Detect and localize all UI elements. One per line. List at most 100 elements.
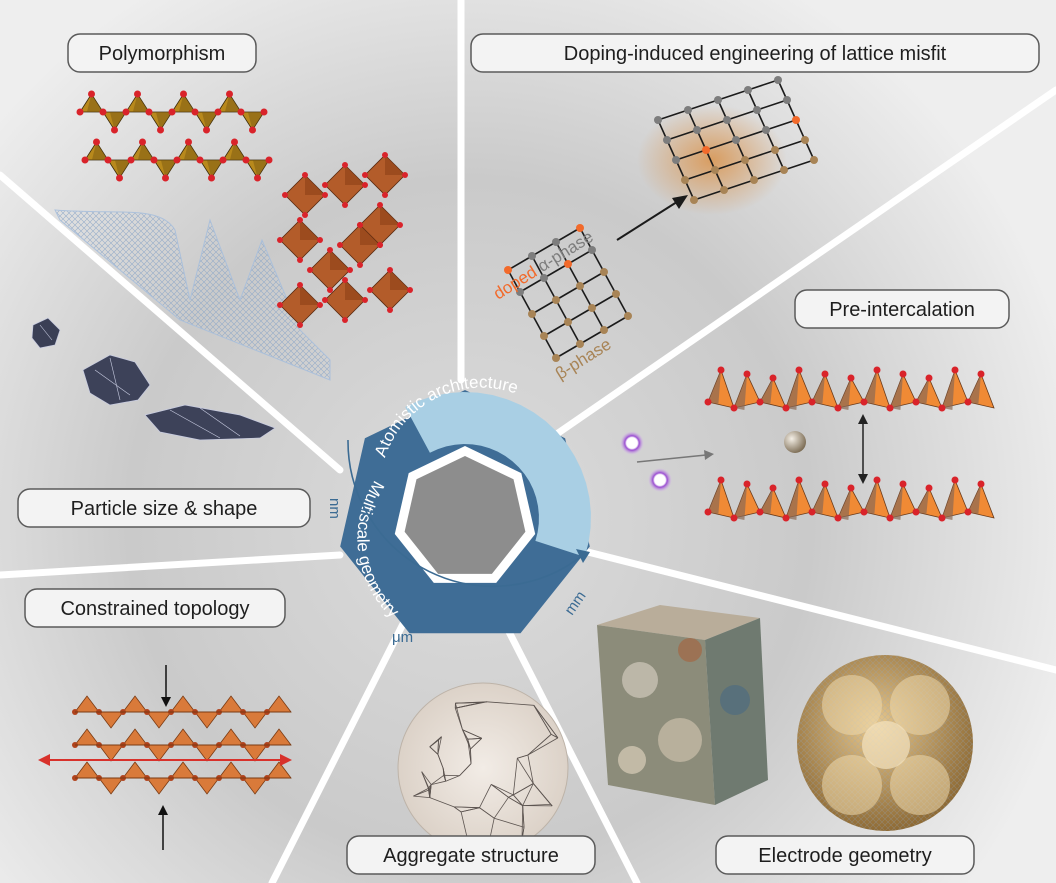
oxygen-atom xyxy=(265,156,273,164)
oxygen-atom xyxy=(704,398,712,406)
octahedron-shade xyxy=(380,205,400,225)
oxygen-atom xyxy=(122,108,130,116)
doping-label: Doping-induced engineering of lattice mi… xyxy=(564,43,947,65)
tetrahedron-shade xyxy=(91,142,108,160)
lattice-atom xyxy=(741,156,749,164)
grain-boundary xyxy=(517,754,529,759)
lattice-bond xyxy=(555,241,569,265)
tetrahedron-shade xyxy=(968,484,981,514)
oxygen-atom xyxy=(242,156,250,164)
cube-pore-5 xyxy=(618,746,646,774)
lattice-bond xyxy=(531,255,545,279)
tetrahedron-shade xyxy=(252,160,269,178)
oxygen-atom xyxy=(357,222,363,228)
tetrahedron-shade xyxy=(838,378,851,410)
lattice-atom xyxy=(753,106,761,114)
lattice-bond xyxy=(543,335,557,359)
electrode-geometry-label: Electrode geometry xyxy=(758,845,931,867)
divider-right xyxy=(568,544,1056,674)
oxygen-atom xyxy=(88,90,95,98)
tetrahedron-shade xyxy=(968,374,981,404)
octahedron-shade xyxy=(305,175,325,195)
oxygen-atom xyxy=(219,156,227,164)
oxygen-atom xyxy=(704,508,712,516)
oxygen-atom xyxy=(925,374,933,382)
inner-ring-atomistic xyxy=(405,392,591,557)
oxygen-atom xyxy=(951,366,959,374)
divider-lower-left xyxy=(268,616,409,883)
oxygen-atom xyxy=(297,282,303,288)
lattice-atom xyxy=(552,238,560,246)
particle-mesh-lines xyxy=(39,324,241,439)
lattice-bond xyxy=(531,299,557,315)
grain-boundary xyxy=(429,797,455,808)
lattice-atom xyxy=(576,340,584,348)
oxygen-atom xyxy=(150,156,158,164)
grain-boundary xyxy=(479,807,495,819)
aggregate-structure-label: Aggregate structure xyxy=(383,845,559,867)
lattice-bond xyxy=(519,291,533,315)
grain-boundary xyxy=(462,729,482,739)
grain-boundary xyxy=(431,780,446,785)
oxygen-atom xyxy=(277,237,283,243)
oxygen-atom xyxy=(337,242,343,248)
oxygen-atom xyxy=(196,156,204,164)
lattice-atom xyxy=(690,196,698,204)
grain-boundary xyxy=(442,768,445,776)
lattice-atom xyxy=(564,260,572,268)
sector-labels: Polymorphism Doping-induced engineering … xyxy=(17,33,1040,875)
lattice-bond xyxy=(579,227,593,251)
oxygen-atom xyxy=(185,138,192,146)
oxygen-atom xyxy=(173,156,181,164)
grain-boundary xyxy=(513,783,534,796)
octahedron-shade xyxy=(330,250,350,270)
electrode-lobe-3 xyxy=(822,755,882,815)
oxygen-atom xyxy=(821,480,829,488)
oxygen-atom xyxy=(322,297,328,303)
tetrahedron-shade xyxy=(760,378,773,404)
particle-size-shape-label: Particle size & shape xyxy=(71,498,258,520)
lattice-bond xyxy=(531,313,545,337)
grain-boundary xyxy=(462,729,471,750)
layer-top xyxy=(704,366,995,412)
grain-boundary xyxy=(421,771,430,790)
electrode-lobe-1 xyxy=(822,675,882,735)
tetrahedron-shade xyxy=(109,112,126,130)
spacing-arrow-up xyxy=(858,414,868,424)
cube-pore-2 xyxy=(658,718,702,762)
grain-boundary xyxy=(453,806,462,813)
divider-upper-right xyxy=(544,86,1056,444)
grain-boundary xyxy=(521,805,524,840)
layer-bottom xyxy=(704,476,995,522)
tetrahedron-shade xyxy=(708,370,721,404)
lattice-bond xyxy=(735,129,767,141)
tetrahedron-shade xyxy=(942,480,955,520)
grain-boundary xyxy=(413,795,430,798)
lattice-bond xyxy=(555,285,581,301)
strain-arrow-left xyxy=(38,754,50,766)
particle-medium xyxy=(82,354,151,406)
lattice-atom xyxy=(612,290,620,298)
oxygen-atom xyxy=(342,317,348,323)
oxygen-atom xyxy=(134,90,141,98)
lattice-atom xyxy=(552,296,560,304)
oxygen-atom xyxy=(208,174,215,182)
oxygen-atom xyxy=(357,262,363,268)
insertion-arrow xyxy=(636,454,707,463)
tetrahedron-shade xyxy=(160,160,177,178)
lattice-bond xyxy=(543,321,569,337)
oxygen-atom xyxy=(808,398,816,406)
tetrahedron-shade xyxy=(942,370,955,410)
tetrahedron-shade xyxy=(760,488,773,514)
oxygen-atom xyxy=(362,297,368,303)
oxygen-atom xyxy=(342,277,348,283)
tetrahedron-shade xyxy=(786,480,799,520)
tetrahedron-shade xyxy=(812,374,825,404)
oxygen-atom xyxy=(377,202,383,208)
pre-intercalation-illustration xyxy=(620,366,995,522)
oxygen-atom xyxy=(282,192,288,198)
particle-small xyxy=(31,317,61,349)
lattice-atom xyxy=(528,310,536,318)
lattice-atom xyxy=(810,156,818,164)
oxygen-atom xyxy=(834,514,842,522)
